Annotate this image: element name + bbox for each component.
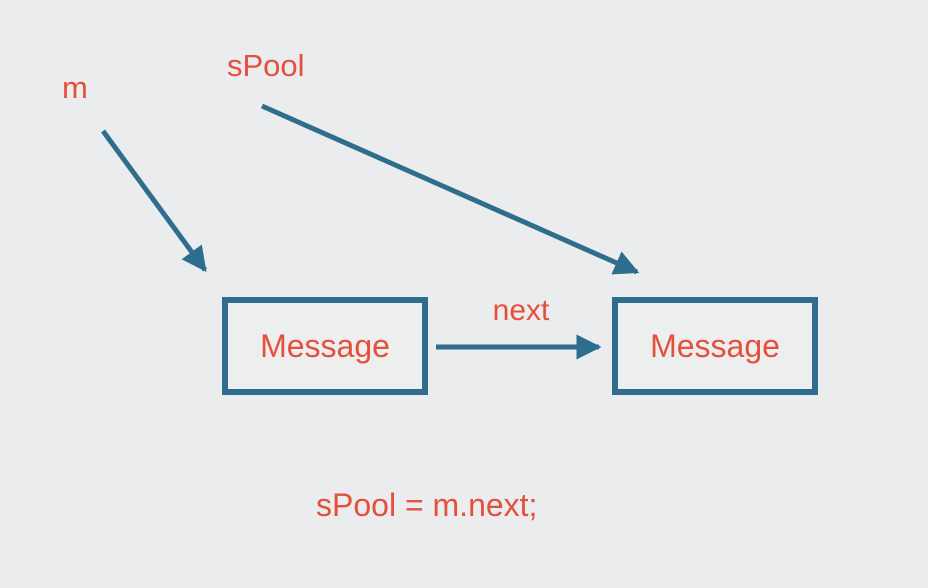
arrow-spool-to-message2 [260, 103, 640, 275]
message-node-2-label: Message [650, 328, 780, 364]
pointer-label-spool: sPool [227, 48, 305, 83]
message-node-2: Message [612, 297, 818, 395]
next-edge-label: next [492, 294, 550, 327]
pointer-label-m: m [62, 70, 88, 105]
arrow-m-to-message1 [100, 129, 208, 273]
code-caption: sPool = m.next; [316, 487, 538, 523]
message-node-1-label: Message [260, 328, 390, 364]
message-node-1: Message [222, 297, 428, 395]
